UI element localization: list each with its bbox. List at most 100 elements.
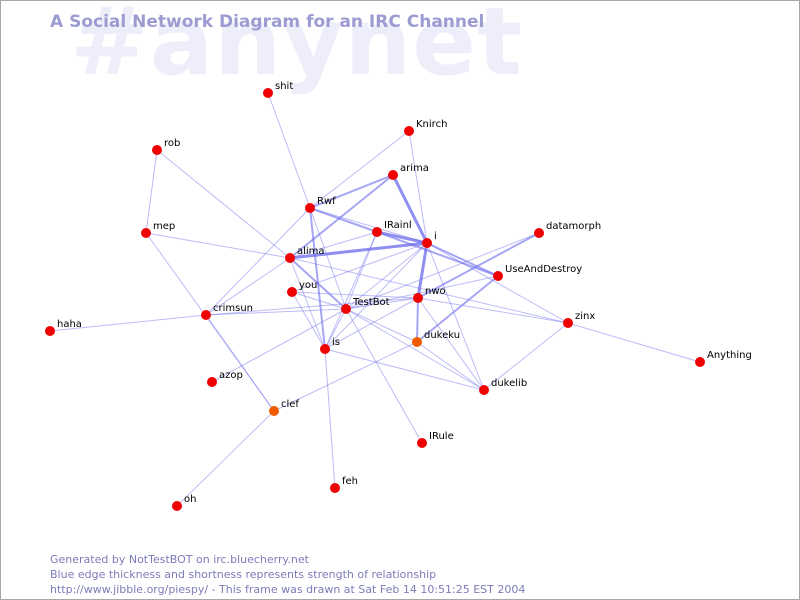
node-label-anything: Anything [707, 350, 752, 361]
edge-clef-oh [176, 410, 275, 507]
node-zinx: zinx [563, 311, 595, 328]
node-feh: feh [330, 476, 358, 493]
node-label-nwo: nwo [425, 286, 446, 297]
node-rwf: Rwf [305, 196, 336, 213]
node-label-azop: azop [219, 370, 243, 381]
edge-i-alima [289, 241, 428, 260]
edge-i-nwo [416, 242, 429, 299]
edge-you-is [291, 291, 326, 350]
edge-alima-is [289, 257, 326, 350]
edge-shit-rwf [267, 92, 311, 209]
node-testbot: TestBot [341, 297, 390, 314]
footer: Generated by NotTestBOT on irc.bluecherr… [50, 552, 525, 597]
edge-irainl-i [376, 230, 428, 245]
node-dot-alima [285, 253, 295, 263]
edge-datamorph-nwo [417, 232, 540, 299]
node-datamorph: datamorph [534, 221, 601, 238]
edge-you-testbot [291, 291, 347, 310]
edge-is-feh [324, 348, 336, 489]
node-is: is [320, 337, 340, 354]
edge-nwo-is [324, 297, 419, 350]
node-dot-clef [269, 406, 279, 416]
node-dot-is [320, 344, 330, 354]
edge-dukeku-dukelib [416, 341, 485, 391]
node-label-zinx: zinx [575, 311, 595, 322]
node-nwo: nwo [413, 286, 446, 303]
node-label-oh: oh [184, 494, 196, 505]
edge-i-dukelib [426, 242, 485, 391]
edge-testbot-dukelib [345, 308, 485, 391]
node-useanddestroy: UseAndDestroy [493, 264, 582, 281]
edge-i-zinx [426, 242, 569, 324]
node-layer: shitKnirchrobarimaRwfIRainlidatamorphmep… [45, 81, 752, 511]
node-dot-arima [388, 170, 398, 180]
edge-zinx-anything [567, 322, 701, 363]
diagram-title: A Social Network Diagram for an IRC Chan… [50, 12, 485, 32]
node-label-dukelib: dukelib [491, 378, 527, 389]
edge-arima-i [391, 174, 429, 244]
node-dot-useanddestroy [493, 271, 503, 281]
node-label-useanddestroy: UseAndDestroy [505, 264, 582, 275]
edge-i-useanddestroy [426, 242, 499, 277]
node-arima: arima [388, 163, 429, 180]
node-dot-knirch [404, 126, 414, 136]
node-dot-anything [695, 357, 705, 367]
edge-nwo-crimsun [205, 297, 419, 316]
edge-nwo-zinx [417, 297, 569, 324]
node-label-you: you [299, 280, 317, 291]
edge-irainl-alima [289, 231, 378, 259]
node-dot-oh [172, 501, 182, 511]
edge-useanddestroy-testbot [345, 275, 499, 310]
edge-useanddestroy-dukeku [416, 275, 499, 343]
channel-watermark: #anynet [70, 0, 523, 97]
node-clef: clef [269, 399, 299, 416]
footer-source-timestamp: http://www.jibble.org/piespy/ - This fra… [50, 583, 526, 596]
edge-mep-alima [145, 232, 291, 259]
edge-crimsun-clef [205, 314, 275, 412]
node-anything: Anything [695, 350, 752, 367]
edge-alima-crimsun [205, 257, 291, 316]
edge-knirch-i [408, 130, 428, 244]
node-knirch: Knirch [404, 119, 447, 136]
node-label-alima: alima [297, 246, 325, 257]
node-dot-dukeku [412, 337, 422, 347]
edge-testbot-irule [345, 308, 423, 444]
node-i: i [422, 231, 437, 248]
node-label-is: is [332, 337, 340, 348]
node-label-feh: feh [342, 476, 358, 487]
edge-alima-testbot [289, 257, 347, 310]
node-dot-mep [141, 228, 151, 238]
node-azop: azop [207, 370, 243, 387]
node-label-knirch: Knirch [416, 119, 447, 130]
edge-testbot-dukeku [345, 308, 418, 343]
edge-alima-zinx [289, 257, 569, 324]
node-dot-nwo [413, 293, 423, 303]
node-label-rwf: Rwf [317, 196, 336, 207]
edge-i-testbot [345, 242, 428, 310]
edge-rob-alima [156, 149, 291, 259]
edge-arima-alima [289, 174, 394, 259]
edge-layer [49, 92, 701, 507]
edge-rob-mep [145, 149, 158, 234]
edge-testbot-is [324, 308, 347, 350]
edge-rwf-testbot [309, 207, 347, 310]
edge-testbot-azop [211, 308, 347, 383]
node-label-datamorph: datamorph [546, 221, 601, 232]
node-label-shit: shit [275, 81, 293, 92]
node-oh: oh [172, 494, 196, 511]
node-dukeku: dukeku [412, 330, 460, 347]
edge-nwo-testbot [345, 297, 419, 310]
node-label-arima: arima [400, 163, 429, 174]
node-label-clef: clef [281, 399, 299, 410]
node-label-crimsun: crimsun [213, 303, 253, 314]
node-dot-irainl [372, 227, 382, 237]
node-irainl: IRainl [372, 220, 412, 237]
edge-zinx-dukelib [483, 322, 569, 391]
node-crimsun: crimsun [201, 303, 253, 320]
edge-irainl-is [324, 231, 378, 350]
node-irule: IRule [417, 431, 454, 448]
node-dukelib: dukelib [479, 378, 527, 395]
edge-nwo-dukeku [416, 297, 419, 343]
